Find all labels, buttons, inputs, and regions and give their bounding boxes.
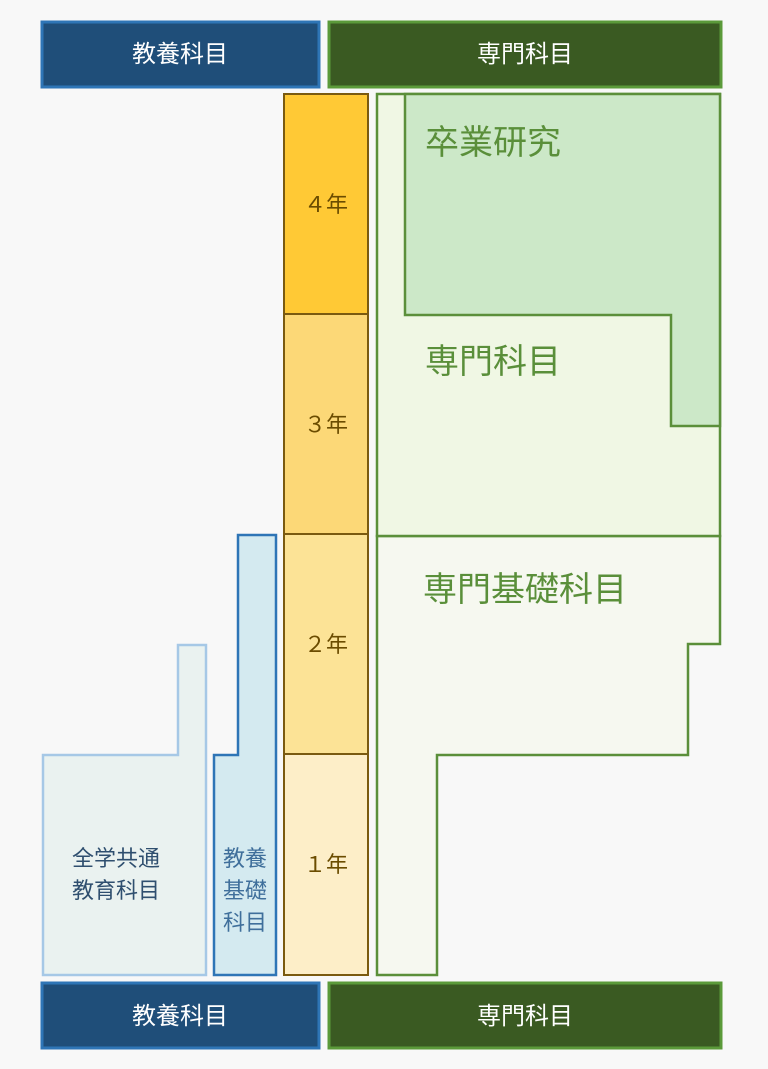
year-4-block <box>283 93 369 315</box>
header-liberal-arts-top: 教養科目 <box>40 20 321 89</box>
common-education-label-line1: 全学共通 <box>72 847 160 872</box>
header-specialized-bottom-label: 専門科目 <box>477 1002 573 1030</box>
common-education-label-line2: 教育科目 <box>72 879 160 904</box>
common-education-region <box>41 643 208 977</box>
liberal-basic-region <box>212 533 278 977</box>
year-4-label: ４年 <box>304 193 348 218</box>
year-1-label: １年 <box>304 853 348 878</box>
liberal-basic-label-line1: 教養 <box>223 847 267 872</box>
year-1-block <box>283 753 369 976</box>
graduation-research-label: 卒業研究 <box>425 123 561 163</box>
header-liberal-arts-bottom: 教養科目 <box>40 981 321 1050</box>
header-specialized-bottom: 専門科目 <box>327 981 723 1050</box>
year-column: ４年 ３年 ２年 １年 <box>283 93 369 976</box>
year-3-block <box>283 313 369 535</box>
header-specialized-top: 専門科目 <box>327 20 723 89</box>
specialized-basic-region <box>375 534 722 977</box>
graduation-research-region <box>403 92 722 428</box>
liberal-basic-label-line2: 基礎 <box>223 879 267 904</box>
specialized-basic-label: 専門基礎科目 <box>423 570 627 610</box>
header-liberal-arts-bottom-label: 教養科目 <box>132 1002 228 1030</box>
specialized-subjects-label: 専門科目 <box>425 342 561 382</box>
header-specialized-top-label: 専門科目 <box>477 40 573 68</box>
year-2-label: ２年 <box>304 633 348 658</box>
liberal-basic-label-line3: 科目 <box>223 911 267 936</box>
header-liberal-arts-top-label: 教養科目 <box>132 40 228 68</box>
year-3-label: ３年 <box>304 413 348 438</box>
